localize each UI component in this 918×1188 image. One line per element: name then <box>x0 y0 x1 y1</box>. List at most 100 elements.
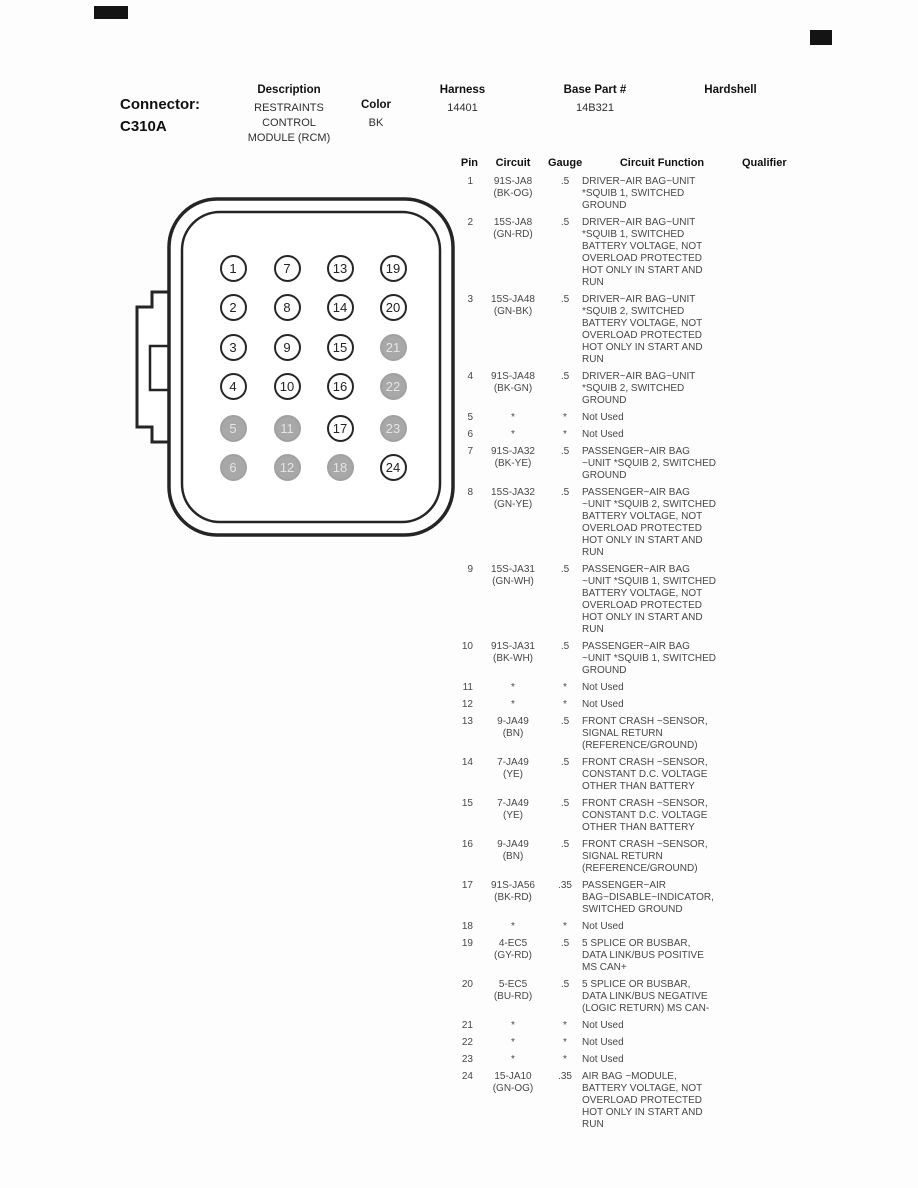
circuit-cell: 91S-JA48 (BK-GN) <box>478 371 548 407</box>
connector-pin-10: 10 <box>273 372 301 400</box>
connector-pin-18: 18 <box>326 453 354 481</box>
table-row-pin-4: 4 91S-JA48 (BK-GN) .5 DRIVER~AIR BAG~UNI… <box>452 371 814 407</box>
qualifier-cell <box>742 641 814 677</box>
table-row-pin-8: 8 15S-JA32 (GN-YE) .5 PASSENGER~AIR BAG … <box>452 487 814 559</box>
field-description: Description RESTRAINTS CONTROL MODULE (R… <box>234 84 344 146</box>
qualifier-cell <box>742 446 814 482</box>
col-header-function: Circuit Function <box>619 157 705 169</box>
function-cell: 5 SPLICE OR BUSBAR, DATA LINK/BUS NEGATI… <box>582 979 710 1014</box>
connector-pin-14: 14 <box>326 293 354 321</box>
function-cell: PASSENGER~AIR BAG ~UNIT *SQUIB 2, SWITCH… <box>582 487 717 558</box>
gauge-cell: * <box>563 429 567 440</box>
gauge-cell: .5 <box>560 564 570 575</box>
connector-body-inner <box>180 210 442 524</box>
pin-cell: 4 <box>467 371 473 382</box>
function-cell: Not Used <box>582 921 624 932</box>
circuit-code: 15S-JA31 <box>491 564 535 575</box>
circuit-cell: 9-JA49 (BN) <box>478 716 548 752</box>
pin-cell: 9 <box>467 564 473 575</box>
function-cell: AIR BAG ~MODULE, BATTERY VOLTAGE, NOT OV… <box>582 1071 703 1130</box>
circuit-color: (GN-YE) <box>493 499 533 510</box>
pin-cell: 5 <box>467 412 473 423</box>
circuit-color: (BN) <box>502 851 524 862</box>
gauge-cell: .35 <box>558 1071 572 1082</box>
gauge-cell: * <box>563 1054 567 1065</box>
circuit-code: 91S-JA8 <box>493 176 533 187</box>
table-row-pin-18: 18 * * Not Used <box>452 921 814 933</box>
pin-cell: 12 <box>461 699 473 710</box>
qualifier-cell <box>742 294 814 366</box>
circuit-code: 91S-JA56 <box>491 880 535 891</box>
pin-cell: 19 <box>461 938 473 949</box>
pin-cell: 3 <box>467 294 473 305</box>
qualifier-cell <box>742 699 814 711</box>
field-harness-label: Harness <box>439 84 486 96</box>
function-cell: 5 SPLICE OR BUSBAR, DATA LINK/BUS POSITI… <box>582 938 704 973</box>
table-row-pin-23: 23 * * Not Used <box>452 1054 814 1066</box>
circuit-cell: 91S-JA32 (BK-YE) <box>478 446 548 482</box>
pin-cell: 1 <box>467 176 473 187</box>
gauge-cell: * <box>563 412 567 423</box>
table-row-pin-14: 14 7-JA49 (YE) .5 FRONT CRASH ~SENSOR, C… <box>452 757 814 793</box>
pin-cell: 8 <box>467 487 473 498</box>
gauge-cell: .5 <box>560 487 570 498</box>
pin-cell: 22 <box>461 1037 473 1048</box>
qualifier-cell <box>742 839 814 875</box>
pin-cell: 17 <box>461 880 473 891</box>
field-color-value: BK <box>368 117 384 129</box>
connector-pin-8: 8 <box>273 293 301 321</box>
field-harness: Harness 14401 <box>425 84 500 116</box>
connector-outline-drawing <box>135 197 455 537</box>
pin-cell: 21 <box>461 1020 473 1031</box>
connector-pin-15: 15 <box>326 333 354 361</box>
gauge-cell: .5 <box>560 757 570 768</box>
table-row-pin-3: 3 15S-JA48 (GN-BK) .5 DRIVER~AIR BAG~UNI… <box>452 294 814 366</box>
pin-table-header: Pin Circuit Gauge Circuit Function Quali… <box>452 157 814 169</box>
gauge-cell: .5 <box>560 371 570 382</box>
circuit-code: 91S-JA48 <box>491 371 535 382</box>
circuit-code: * <box>511 682 515 693</box>
circuit-cell: * <box>478 1037 548 1049</box>
gauge-cell: * <box>563 1037 567 1048</box>
pin-cell: 24 <box>461 1071 473 1082</box>
circuit-cell: * <box>478 699 548 711</box>
circuit-code: 9-JA49 <box>497 716 529 727</box>
circuit-color: (GN-WH) <box>492 576 534 587</box>
pin-cell: 6 <box>467 429 473 440</box>
col-header-gauge: Gauge <box>548 157 583 169</box>
connector-id: C310A <box>120 118 167 135</box>
circuit-cell: * <box>478 1020 548 1032</box>
field-description-value: RESTRAINTS CONTROL MODULE (RCM) <box>247 102 331 144</box>
qualifier-cell <box>742 412 814 424</box>
function-cell: Not Used <box>582 1020 624 1031</box>
qualifier-cell <box>742 798 814 834</box>
table-row-pin-11: 11 * * Not Used <box>452 682 814 694</box>
pin-cell: 10 <box>461 641 473 652</box>
qualifier-cell <box>742 176 814 212</box>
col-header-circuit: Circuit <box>495 157 531 169</box>
gauge-cell: .5 <box>560 798 570 809</box>
field-hardshell: Hardshell <box>688 84 773 101</box>
gauge-cell: .5 <box>560 979 570 990</box>
function-cell: PASSENGER~AIR BAG ~UNIT *SQUIB 1, SWITCH… <box>582 641 717 676</box>
table-row-pin-20: 20 5-EC5 (BU-RD) .5 5 SPLICE OR BUSBAR, … <box>452 979 814 1015</box>
qualifier-cell <box>742 564 814 636</box>
gauge-cell: .5 <box>560 446 570 457</box>
function-cell: Not Used <box>582 1037 624 1048</box>
table-row-pin-5: 5 * * Not Used <box>452 412 814 424</box>
field-description-label: Description <box>257 84 321 96</box>
connector-pin-19: 19 <box>379 254 407 282</box>
circuit-cell: 5-EC5 (BU-RD) <box>478 979 548 1015</box>
circuit-code: 15S-JA48 <box>491 294 535 305</box>
pin-cell: 15 <box>461 798 473 809</box>
table-row-pin-10: 10 91S-JA31 (BK-WH) .5 PASSENGER~AIR BAG… <box>452 641 814 677</box>
connector-pin-6: 6 <box>219 453 247 481</box>
circuit-cell: 15S-JA31 (GN-WH) <box>478 564 548 636</box>
table-row-pin-13: 13 9-JA49 (BN) .5 FRONT CRASH ~SENSOR, S… <box>452 716 814 752</box>
function-cell: DRIVER~AIR BAG~UNIT *SQUIB 1, SWITCHED B… <box>582 217 703 288</box>
connector-pin-24: 24 <box>379 453 407 481</box>
connector-label: Connector: <box>120 96 200 113</box>
connector-body-outer <box>167 197 455 537</box>
connector-pin-4: 4 <box>219 372 247 400</box>
